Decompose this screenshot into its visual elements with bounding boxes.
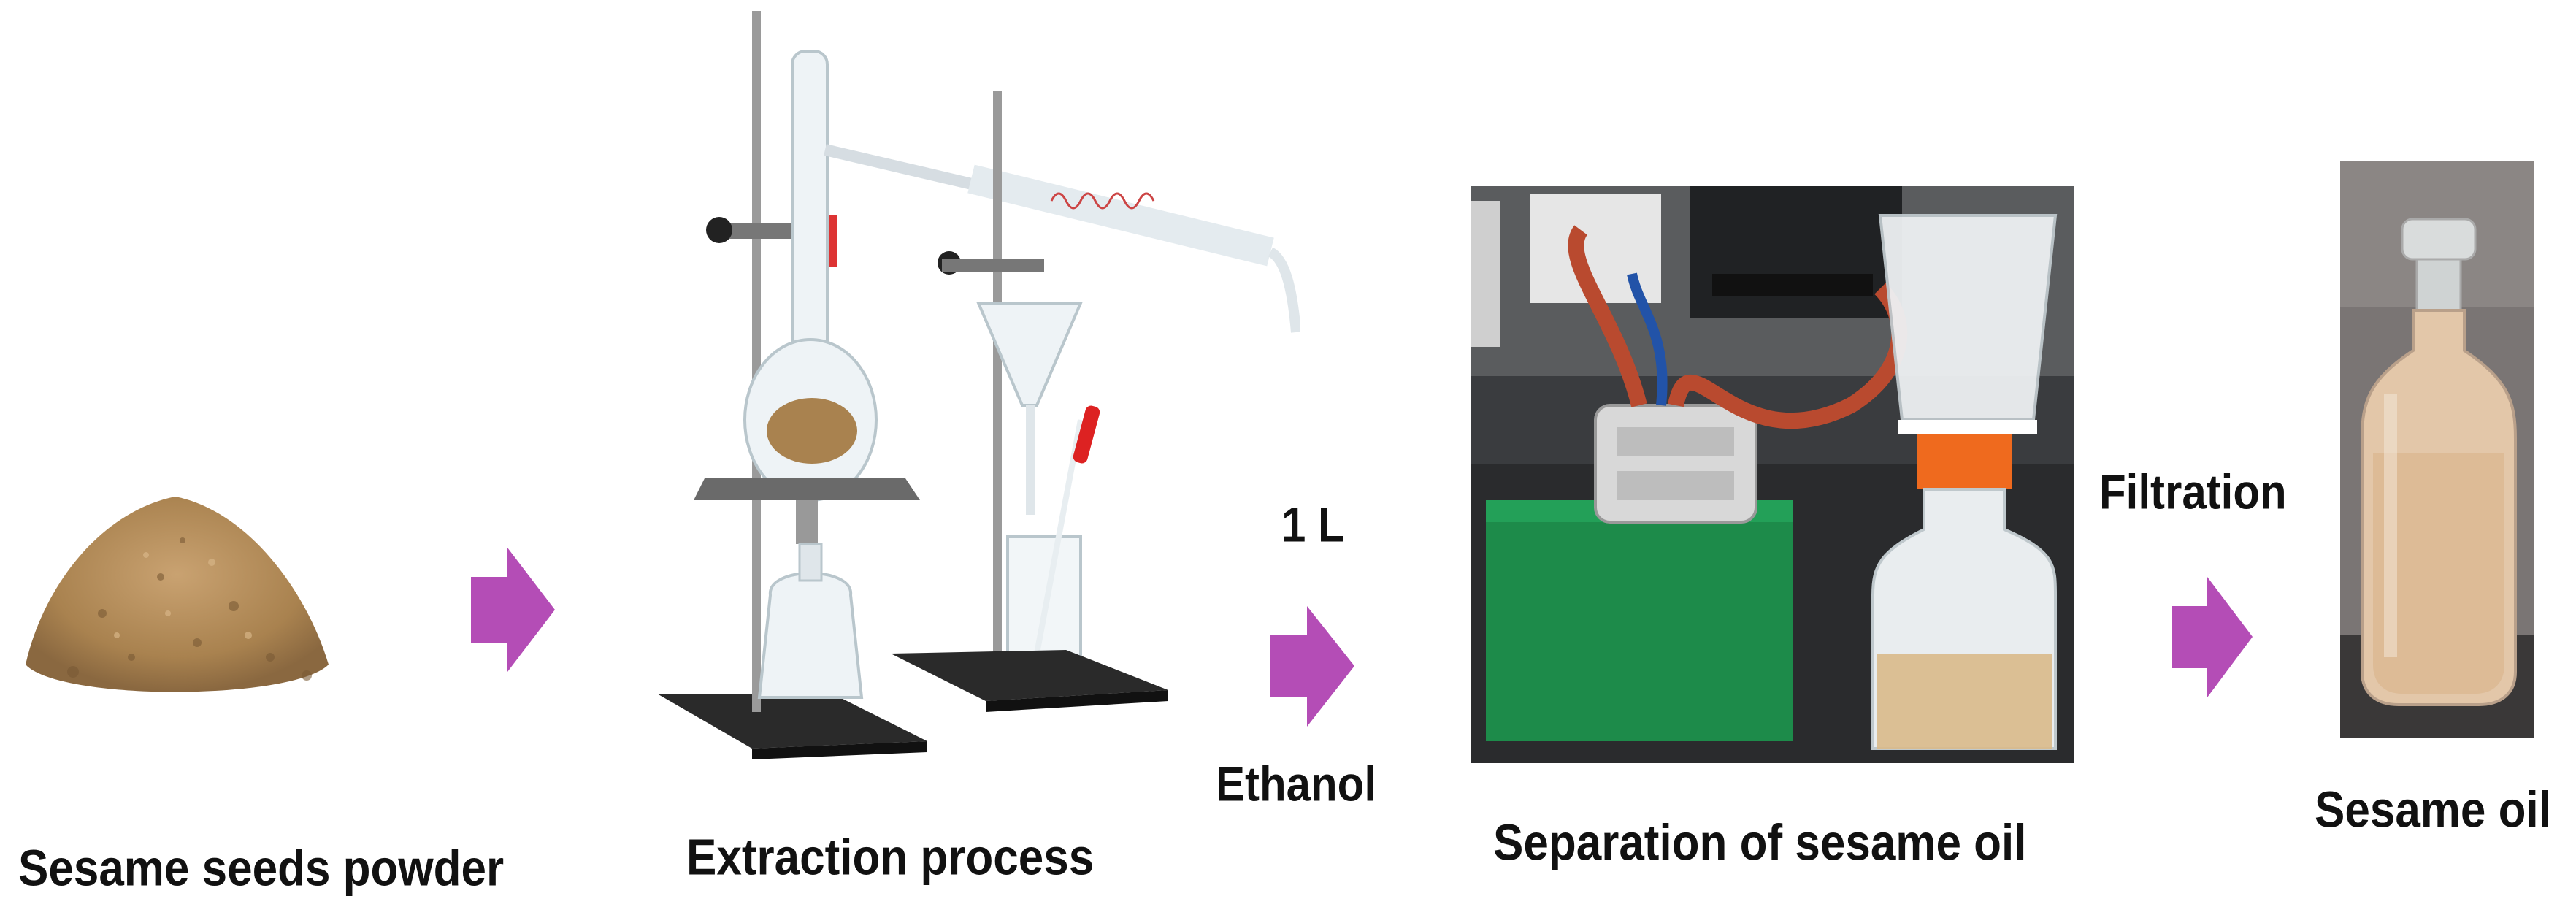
process-arrow-icon — [1270, 606, 1354, 727]
process-arrow-icon — [471, 548, 555, 672]
transition-top-label: 1 L — [1281, 497, 1345, 553]
transition-top-label: Filtration — [2099, 464, 2287, 520]
step-label-separation-of-sesame-oil: Separation of sesame oil — [1493, 815, 2027, 872]
vacuum-filtration-photo-icon — [1471, 186, 2074, 763]
step-label-sesame-seeds-powder: Sesame seeds powder — [18, 841, 505, 897]
process-arrow-icon — [2172, 577, 2253, 697]
transition-bottom-label: Ethanol — [1216, 757, 1376, 812]
distillation-apparatus-icon — [643, 11, 1300, 778]
step-label-extraction-process: Extraction process — [686, 830, 1095, 887]
step-label-sesame-oil: Sesame oil — [2315, 782, 2551, 839]
sesame-powder-icon — [15, 467, 336, 708]
sesame-oil-bottle-icon — [2340, 161, 2534, 738]
